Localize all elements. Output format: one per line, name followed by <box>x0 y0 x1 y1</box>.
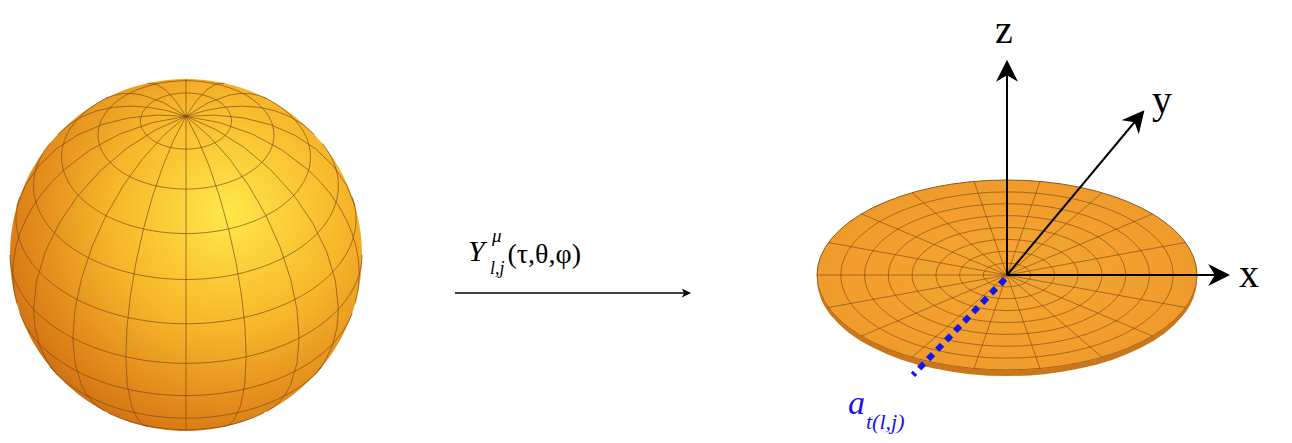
subscript: l,j <box>490 259 505 277</box>
disk-spoke <box>1007 193 1102 275</box>
map-arrow <box>455 292 690 294</box>
arguments: (τ,θ,φ) <box>508 240 581 268</box>
function-symbol: Y <box>468 236 485 266</box>
axis-label: z <box>995 10 1013 50</box>
disk-spoke <box>861 214 1007 275</box>
disk-rim <box>817 275 1197 376</box>
disk-spoke <box>912 275 1007 357</box>
sphere-body <box>10 79 362 431</box>
x-axis <box>1007 274 1228 276</box>
disk-spoke <box>1007 275 1040 369</box>
axes <box>913 62 1228 375</box>
coefficient-subscript: t(l,j) <box>866 411 905 433</box>
disk-spoke <box>828 275 1007 307</box>
disk-spoke <box>828 243 1007 275</box>
disk-spoke <box>974 181 1007 275</box>
axis-label: x <box>1239 254 1259 294</box>
disk-spoke <box>1007 275 1153 336</box>
z-axis <box>1006 62 1008 275</box>
disk-spoke <box>817 275 1007 276</box>
disk-spoke <box>1007 275 1186 307</box>
coefficient-symbol: a <box>848 386 865 420</box>
sphere <box>10 79 362 431</box>
radius-dotted-line <box>913 279 1005 375</box>
sphere-grid <box>10 79 362 431</box>
y-axis <box>1007 112 1143 275</box>
superscript: μ <box>492 226 502 245</box>
disk-spoke <box>1007 243 1186 275</box>
axis-label: y <box>1152 80 1172 120</box>
disk-spoke <box>861 275 1007 336</box>
disk-spoke <box>1007 214 1153 275</box>
